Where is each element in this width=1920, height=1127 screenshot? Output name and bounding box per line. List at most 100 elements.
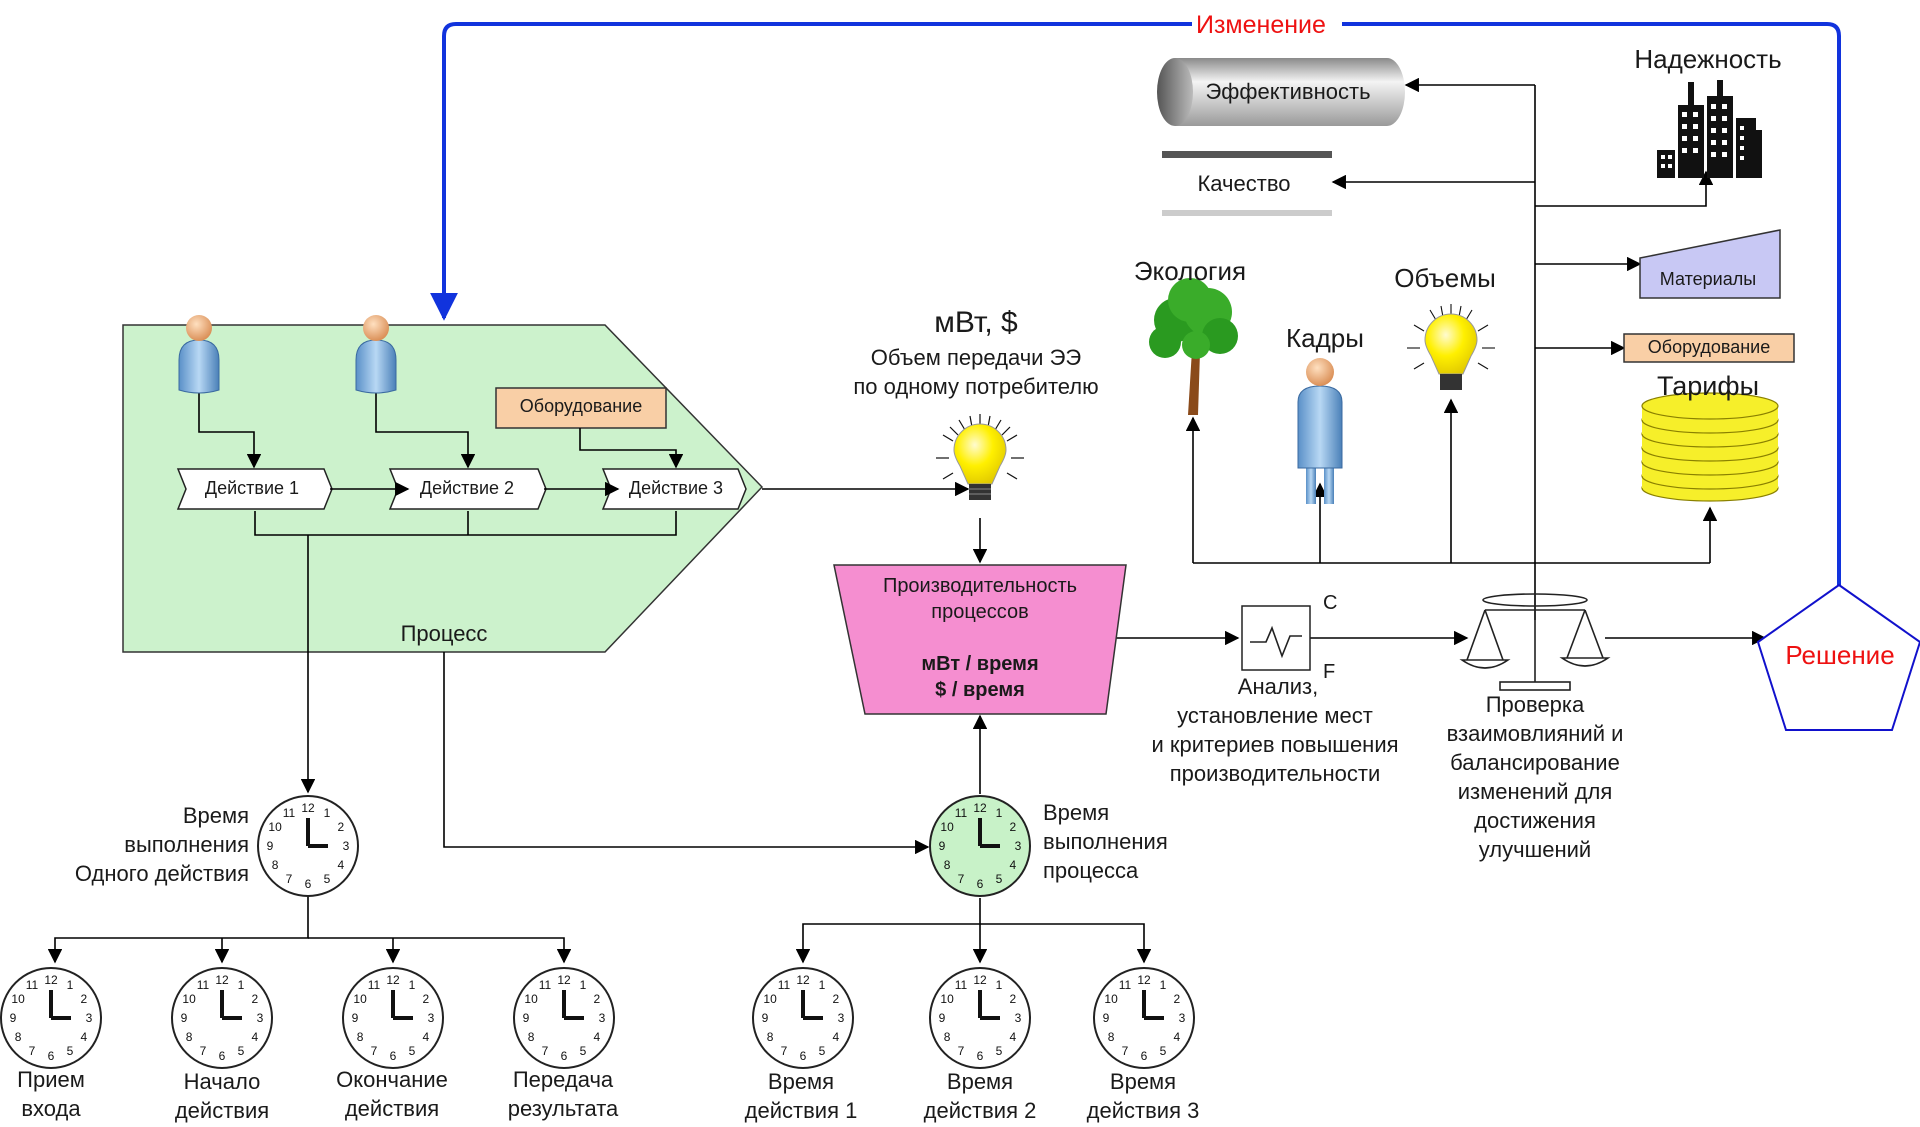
clock-left-2-line2: действия [174, 1098, 270, 1123]
process-equipment-label: Оборудование [519, 396, 643, 416]
svg-text:6: 6 [561, 1049, 568, 1063]
svg-text:10: 10 [1104, 992, 1118, 1006]
process-equipment-box[interactable] [495, 387, 667, 429]
svg-text:8: 8 [186, 1030, 193, 1044]
svg-text:5: 5 [819, 1044, 826, 1058]
feedback-label-bg [1192, 10, 1342, 38]
svg-text:6: 6 [977, 1049, 984, 1063]
action-3-label: Действие 3 [628, 478, 724, 498]
productivity-shape[interactable] [833, 564, 1127, 715]
single-action-time-line3: Одного действия [74, 861, 249, 886]
svg-text:11: 11 [955, 978, 968, 992]
process-connectors [47, 77, 1767, 964]
svg-text:12: 12 [44, 973, 58, 987]
efficiency-cylinder[interactable] [1157, 58, 1405, 126]
clock-left-3-line2: действия [344, 1096, 440, 1121]
process-label: Процесс [400, 621, 488, 646]
svg-text:8: 8 [767, 1030, 774, 1044]
svg-text:11: 11 [368, 978, 381, 992]
svg-text:7: 7 [542, 1044, 549, 1058]
svg-text:11: 11 [197, 978, 210, 992]
svg-text:5: 5 [996, 1044, 1003, 1058]
svg-text:5: 5 [1160, 1044, 1167, 1058]
svg-text:7: 7 [200, 1044, 207, 1058]
svg-text:9: 9 [1103, 1011, 1110, 1025]
feedback-loop-line [430, 22, 1841, 585]
city-buildings-icon [1657, 80, 1762, 178]
svg-text:9: 9 [352, 1011, 359, 1025]
decision-pentagon[interactable] [1756, 583, 1920, 731]
clock-right-3-line1: Время [1109, 1069, 1177, 1094]
volumes-bulb-icon [1407, 304, 1495, 390]
svg-text:6: 6 [219, 1049, 226, 1063]
svg-text:8: 8 [272, 858, 279, 872]
svg-text:12: 12 [1137, 973, 1151, 987]
svg-text:3: 3 [343, 839, 350, 853]
analysis-filter-icon[interactable] [1241, 605, 1311, 671]
svg-text:3: 3 [428, 1011, 435, 1025]
svg-text:6: 6 [305, 877, 312, 891]
svg-text:11: 11 [283, 806, 296, 820]
svg-text:6: 6 [977, 877, 984, 891]
svg-text:6: 6 [1141, 1049, 1148, 1063]
single-action-time-line2: выполнения [124, 832, 249, 857]
svg-text:12: 12 [557, 973, 571, 987]
svg-text:8: 8 [528, 1030, 535, 1044]
materials-shape[interactable] [1639, 229, 1781, 299]
quality-shape[interactable] [1162, 151, 1332, 216]
svg-text:9: 9 [762, 1011, 769, 1025]
svg-text:12: 12 [215, 973, 229, 987]
svg-text:10: 10 [182, 992, 196, 1006]
svg-text:1: 1 [1160, 978, 1167, 992]
equipment-box[interactable] [1623, 333, 1795, 363]
svg-text:7: 7 [781, 1044, 788, 1058]
svg-text:10: 10 [763, 992, 777, 1006]
svg-text:3: 3 [1179, 1011, 1186, 1025]
svg-text:12: 12 [796, 973, 810, 987]
analysis-line1: Анализ, [1237, 674, 1319, 699]
svg-text:5: 5 [238, 1044, 245, 1058]
svg-text:7: 7 [1122, 1044, 1129, 1058]
svg-text:3: 3 [838, 1011, 845, 1025]
productivity-line2: процессов [931, 601, 1029, 623]
svg-text:8: 8 [944, 858, 951, 872]
svg-text:5: 5 [67, 1044, 74, 1058]
ecology-label: Экология [1133, 256, 1247, 286]
svg-text:2: 2 [423, 992, 430, 1006]
svg-text:11: 11 [955, 806, 968, 820]
svg-text:12: 12 [973, 973, 987, 987]
svg-text:1: 1 [324, 806, 331, 820]
svg-text:1: 1 [580, 978, 587, 992]
svg-text:7: 7 [371, 1044, 378, 1058]
volumes-label: Объемы [1394, 263, 1496, 293]
svg-text:9: 9 [939, 839, 946, 853]
output-units-label: мВт, $ [934, 306, 1018, 339]
svg-text:7: 7 [958, 1044, 965, 1058]
svg-text:1: 1 [67, 978, 74, 992]
analysis-line3: и критериев повышения [1151, 732, 1399, 757]
analysis-f-label: F [1323, 661, 1336, 683]
svg-text:7: 7 [286, 872, 293, 886]
svg-text:8: 8 [357, 1030, 364, 1044]
svg-text:1: 1 [409, 978, 416, 992]
quality-label: Качество [1197, 171, 1291, 196]
process-time-line3: процесса [1043, 858, 1139, 883]
svg-text:5: 5 [324, 872, 331, 886]
svg-text:3: 3 [1015, 839, 1022, 853]
svg-text:5: 5 [996, 872, 1003, 886]
svg-text:1: 1 [238, 978, 245, 992]
staff-person-icon [1297, 358, 1343, 504]
svg-text:4: 4 [1010, 1030, 1017, 1044]
svg-text:4: 4 [252, 1030, 259, 1044]
action-1-shape[interactable] [176, 468, 333, 510]
materials-label: Материалы [1659, 269, 1757, 289]
svg-text:11: 11 [26, 978, 39, 992]
coins-icon [1641, 392, 1779, 502]
person-icon [355, 315, 397, 394]
svg-text:4: 4 [423, 1030, 430, 1044]
